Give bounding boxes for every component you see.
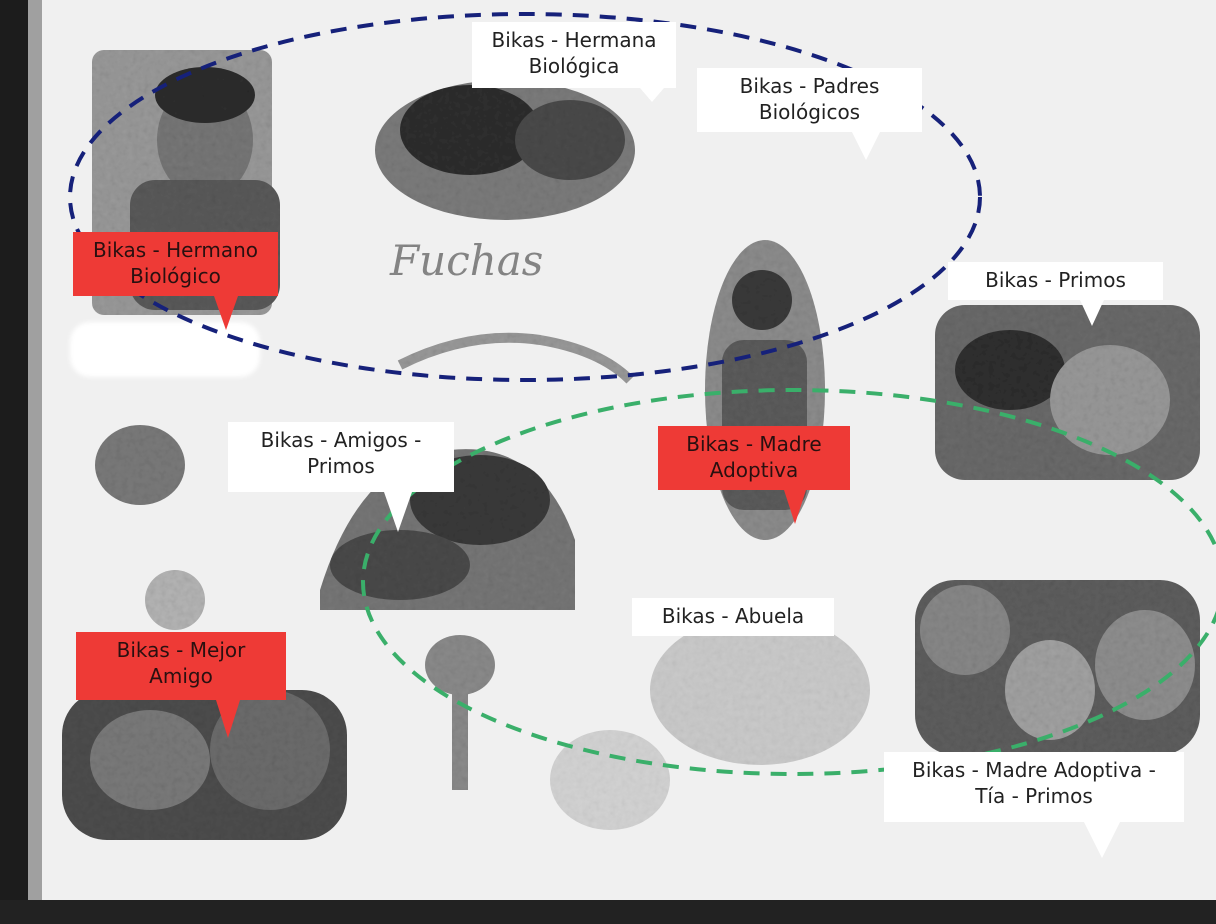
photo-primos	[935, 305, 1200, 480]
label-hermana-biologica: Bikas - Hermana Biológica	[472, 22, 676, 88]
speech-tail	[784, 490, 806, 524]
label-mejor-amigo: Bikas - Mejor Amigo	[76, 632, 286, 700]
label-madre-adoptiva: Bikas - Madre Adoptiva	[658, 426, 850, 490]
label-line: Amigo	[149, 664, 213, 688]
label-line: Biológicos	[758, 100, 861, 124]
label-hermano-biologico: Bikas - Hermano Biológico	[73, 232, 278, 296]
speech-tail	[640, 88, 664, 102]
label-line: Bikas - Amigos -	[260, 428, 422, 452]
label-line: Bikas - Hermana	[491, 28, 657, 52]
label-line: Tía - Primos	[975, 784, 1093, 808]
label-line: Bikas - Madre Adoptiva -	[912, 758, 1156, 782]
label-line: Adoptiva	[709, 458, 799, 482]
label-line: Bikas - Primos	[985, 268, 1126, 292]
speech-tail	[216, 700, 240, 738]
label-line: Bikas - Hermano	[93, 238, 258, 262]
label-line: Bikas - Padres	[739, 74, 880, 98]
photo-mejor-amigo	[62, 690, 347, 840]
svg-text:Fuchas: Fuchas	[389, 236, 543, 285]
photo-hermana	[375, 80, 635, 220]
speech-tail	[1084, 822, 1120, 858]
speech-tail	[1080, 300, 1104, 326]
speech-tail	[214, 296, 238, 330]
label-padres-biologicos: Bikas - Padres Biológicos	[697, 68, 922, 132]
label-line: Bikas - Abuela	[661, 604, 805, 628]
label-line: Biológico	[130, 264, 221, 288]
label-abuela: Bikas - Abuela	[632, 598, 834, 636]
photo-madre-adoptiva	[705, 240, 825, 540]
label-amigos-primos: Bikas - Amigos - Primos	[228, 422, 454, 492]
label-line: Biológica	[528, 54, 620, 78]
label-primos: Bikas - Primos	[948, 262, 1163, 300]
label-line: Bikas - Mejor	[116, 638, 246, 662]
speech-tail	[852, 132, 880, 160]
photo-madre-tia-primos	[915, 580, 1200, 755]
label-line: Primos	[307, 454, 375, 478]
label-madre-tia-primos: Bikas - Madre Adoptiva - Tía - Primos	[884, 752, 1184, 822]
speech-tail	[384, 492, 412, 532]
label-line: Bikas - Madre	[686, 432, 822, 456]
